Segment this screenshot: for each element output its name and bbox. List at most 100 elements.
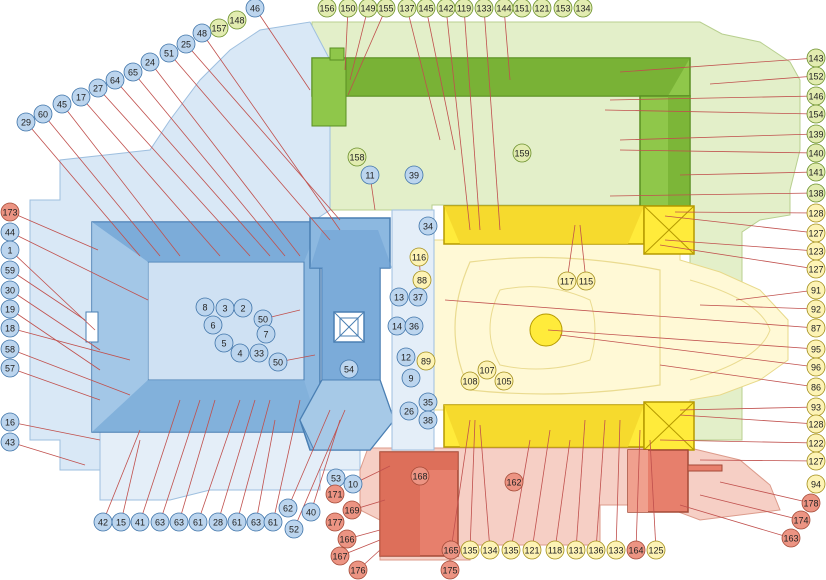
callout-label: 143: [808, 54, 823, 64]
callout-27: 27: [88, 78, 108, 98]
callout-label: 117: [560, 277, 574, 287]
callout-label: 141: [808, 168, 823, 178]
callout-61: 61: [263, 512, 283, 532]
leader-line: [349, 7, 369, 81]
callout-178: 178: [801, 493, 821, 513]
callout-label: 17: [76, 93, 86, 103]
leader-line: [168, 52, 331, 241]
callout-151: 151: [512, 0, 532, 18]
callout-label: 163: [783, 534, 798, 544]
callout-circle: [360, 165, 380, 185]
callout-circle: [418, 410, 438, 430]
green-stair: [329, 47, 345, 61]
callout-25: 25: [176, 34, 196, 54]
leader-line: [664, 215, 817, 234]
leader-line: [9, 308, 101, 371]
callout-156: 156: [317, 0, 337, 18]
callout-label: 123: [808, 247, 823, 257]
callout-circle: [389, 287, 409, 307]
callout-92: 92: [806, 299, 826, 319]
callout-1: 1: [0, 240, 20, 260]
leader-line: [9, 231, 149, 301]
callout-43: 43: [0, 432, 20, 452]
callout-96: 96: [806, 357, 826, 377]
callout-circle: [781, 528, 801, 548]
callout-label: 37: [413, 293, 423, 303]
leader-line: [699, 304, 817, 310]
callout-158: 158: [347, 147, 367, 167]
leader-line: [559, 334, 817, 368]
leader-line: [609, 192, 817, 197]
callout-label: 57: [5, 364, 15, 374]
leader-line: [445, 7, 471, 231]
callout-circle: [0, 432, 20, 452]
callout-label: 125: [648, 546, 663, 556]
callout-circle: [150, 512, 170, 532]
leader-line: [217, 399, 256, 523]
callout-circle: [0, 280, 20, 300]
callout-42: 42: [93, 512, 113, 532]
callout-134: 134: [573, 0, 593, 18]
callout-circle: [230, 343, 250, 363]
blue-roof-top: [92, 222, 320, 262]
callout-circle: [806, 143, 826, 163]
callout-label: 14: [392, 322, 402, 332]
leader-line: [132, 71, 286, 257]
callout-label: 46: [250, 4, 260, 14]
callout-label: 158: [349, 153, 364, 163]
leader-line: [9, 249, 96, 331]
callout-circle: [408, 287, 428, 307]
callout-146: 146: [806, 86, 826, 106]
callout-circle: [460, 540, 480, 560]
callout-label: 95: [811, 345, 821, 355]
callout-label: 153: [555, 4, 570, 14]
callout-163: 163: [781, 528, 801, 548]
callout-circle: [806, 414, 826, 434]
callout-circle: [268, 352, 288, 372]
callout-circle: [404, 316, 424, 336]
callout-circle: [566, 540, 586, 560]
callout-circle: [410, 466, 430, 486]
callout-135: 135: [460, 540, 480, 560]
callout-label: 27: [93, 84, 103, 94]
leader-line: [483, 7, 501, 231]
leader-line: [609, 95, 817, 101]
callout-label: 150: [340, 4, 355, 14]
callout-circle: [208, 512, 228, 532]
callout-label: 88: [417, 276, 427, 286]
callout-circle: [348, 560, 368, 580]
callout-140: 140: [806, 143, 826, 163]
callout-87: 87: [806, 318, 826, 338]
callout-11: 11: [360, 165, 380, 185]
leader-line: [547, 329, 817, 350]
leader-line: [450, 419, 471, 551]
callout-circle: [278, 498, 298, 518]
callout-61: 61: [188, 512, 208, 532]
leader-line: [679, 504, 792, 539]
callout-label: 65: [128, 68, 138, 78]
callout-26: 26: [399, 401, 419, 421]
callout-166: 166: [337, 529, 357, 549]
callout-circle: [512, 0, 532, 18]
callout-6: 6: [203, 315, 223, 335]
callout-label: 6: [210, 321, 215, 331]
callout-61: 61: [227, 512, 247, 532]
callout-circle: [806, 203, 826, 223]
callout-circle: [806, 318, 826, 338]
callout-label: 136: [588, 546, 603, 556]
callout-label: 13: [394, 293, 404, 303]
callout-circle: [557, 271, 577, 291]
callout-9: 9: [401, 368, 421, 388]
leader-line: [236, 399, 271, 523]
callout-circle: [576, 271, 596, 291]
callout-circle: [330, 546, 350, 566]
callout-circle: [0, 202, 20, 222]
callout-167: 167: [330, 546, 350, 566]
callout-63: 63: [246, 512, 266, 532]
leader-line: [25, 121, 141, 257]
callout-circle: [342, 500, 362, 520]
leader-line: [709, 75, 817, 85]
callout-label: 63: [251, 518, 261, 528]
callout-circle: [195, 297, 215, 317]
leader-line: [9, 441, 86, 466]
